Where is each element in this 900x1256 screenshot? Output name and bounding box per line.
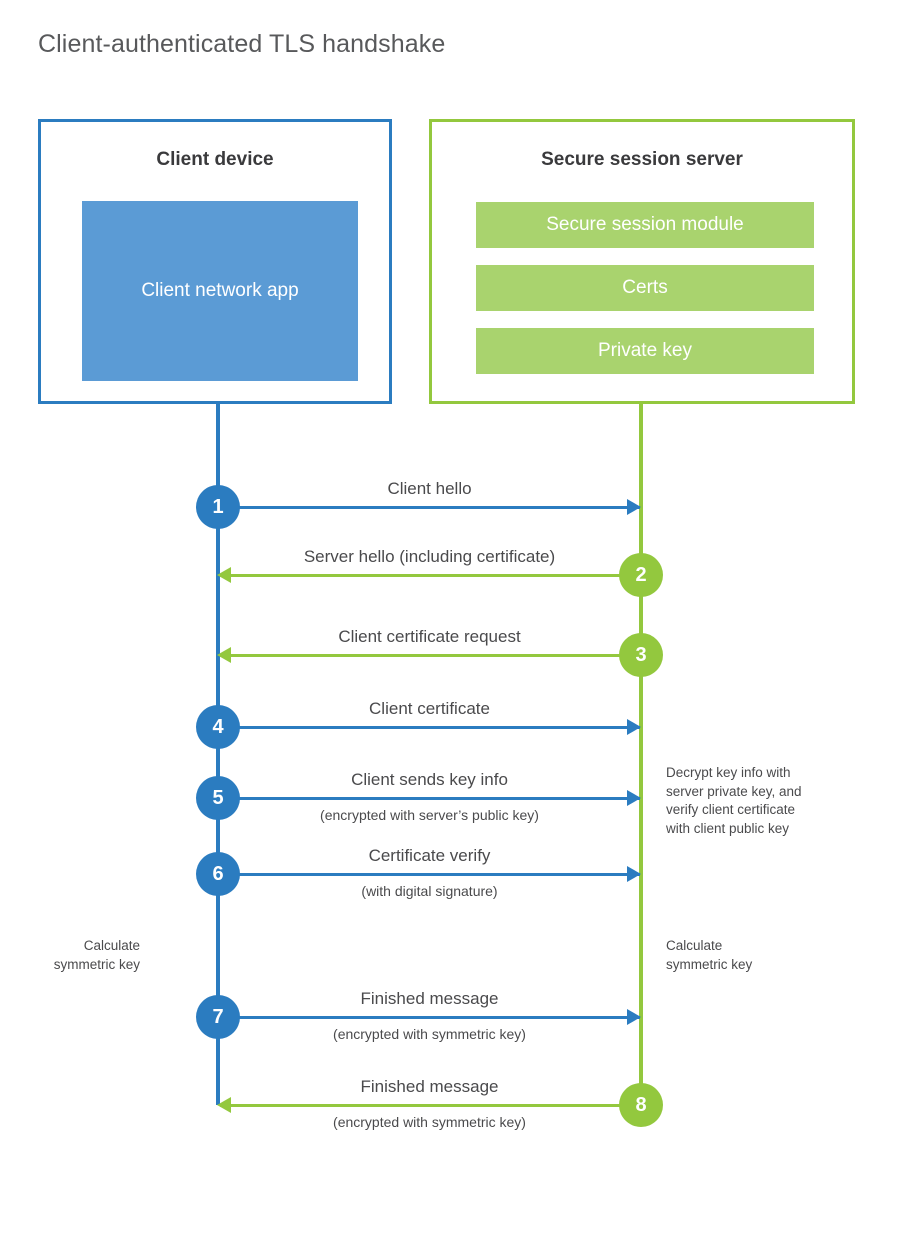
message-label-8: Finished message (360, 1077, 499, 1096)
note-server-calculate-symmetric-key: Calculate symmetric key (666, 938, 753, 972)
message-label-1: Client hello (387, 479, 472, 498)
message-label-7: Finished message (360, 989, 499, 1008)
message-arrowhead-2 (217, 567, 231, 583)
message-label-5: Client sends key info (351, 770, 508, 789)
message-arrowhead-3 (217, 647, 231, 663)
message-arrow-line-8 (220, 1104, 641, 1107)
server-component-certs: Certs (476, 265, 814, 311)
step-badge-2[interactable]: 2 (619, 553, 663, 597)
note-client-calculate-symmetric-key: Calculate symmetric key (53, 938, 140, 972)
message-sublabel-7: (encrypted with symmetric key) (333, 1026, 526, 1042)
message-arrow-line-2 (220, 574, 641, 577)
step-badge-8[interactable]: 8 (619, 1083, 663, 1127)
client-network-app-block: Client network app (82, 201, 358, 381)
step-badge-3[interactable]: 3 (619, 633, 663, 677)
secure-session-server-box: Secure session server Secure session mod… (429, 119, 855, 404)
message-arrow-line-5 (218, 797, 640, 800)
step-badge-5[interactable]: 5 (196, 776, 240, 820)
message-arrow-line-6 (218, 873, 640, 876)
message-arrowhead-6 (627, 866, 641, 882)
message-arrow-line-1 (218, 506, 640, 509)
step-badge-7[interactable]: 7 (196, 995, 240, 1039)
message-arrowhead-8 (217, 1097, 231, 1113)
page-title: Client-authenticated TLS handshake (38, 30, 446, 58)
message-label-3: Client certificate request (338, 627, 521, 646)
step-badge-6[interactable]: 6 (196, 852, 240, 896)
client-lifeline (216, 404, 220, 1105)
message-sublabel-8: (encrypted with symmetric key) (333, 1114, 526, 1130)
message-label-4: Client certificate (369, 699, 490, 718)
message-sublabel-6: (with digital signature) (361, 883, 498, 899)
message-sublabel-5: (encrypted with server’s public key) (320, 807, 539, 823)
secure-session-server-title: Secure session server (541, 149, 743, 170)
message-arrowhead-1 (627, 499, 641, 515)
server-lifeline (639, 404, 643, 1105)
message-label-6: Certificate verify (368, 846, 491, 865)
message-arrow-line-7 (218, 1016, 640, 1019)
step-badge-4[interactable]: 4 (196, 705, 240, 749)
message-arrow-line-4 (218, 726, 640, 729)
message-arrow-line-3 (220, 654, 641, 657)
client-device-box: Client device Client network app (38, 119, 392, 404)
server-component-secure-session-module: Secure session module (476, 202, 814, 248)
message-arrowhead-5 (627, 790, 641, 806)
message-label-2: Server hello (including certificate) (303, 547, 556, 566)
message-arrowhead-7 (627, 1009, 641, 1025)
step-badge-1[interactable]: 1 (196, 485, 240, 529)
message-arrowhead-4 (627, 719, 641, 735)
note-server-decrypt-verify: Decrypt key info with server private key… (666, 765, 802, 836)
client-device-title: Client device (156, 149, 274, 170)
server-component-private-key: Private key (476, 328, 814, 374)
